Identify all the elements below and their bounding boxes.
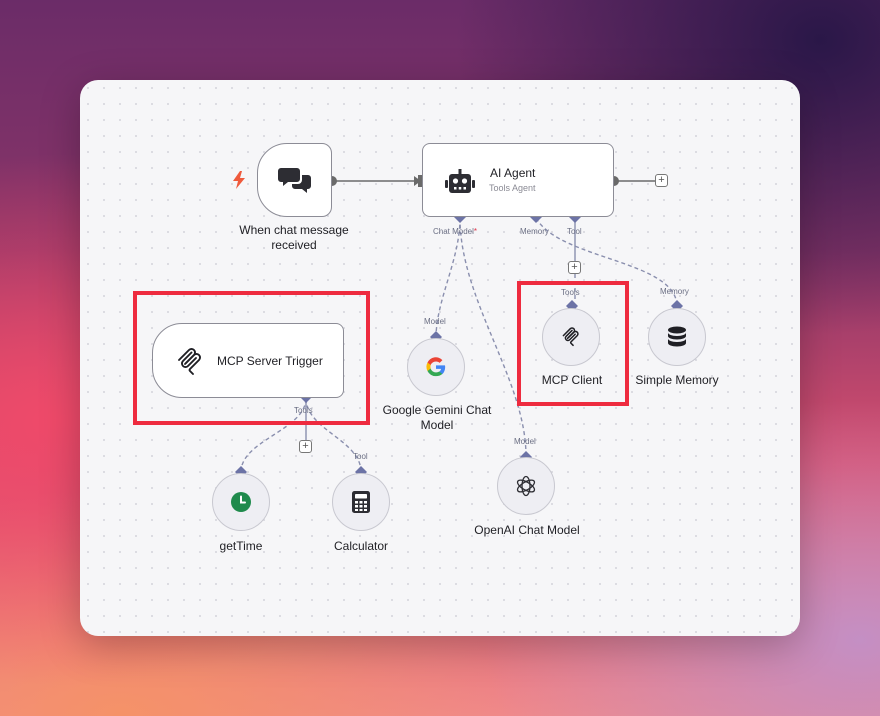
- port-label-memory-node: Memory: [660, 287, 689, 296]
- database-icon: [668, 326, 686, 347]
- openai-chat-node[interactable]: [497, 457, 555, 515]
- chat-trigger-label: When chat message received: [239, 223, 349, 252]
- mcp-client-label: MCP Client: [541, 373, 603, 387]
- mcp-client-node[interactable]: [542, 308, 600, 366]
- trigger-lightning-icon: [232, 171, 246, 194]
- ai-agent-title: AI Agent: [490, 166, 536, 180]
- port-label-memory: Memory: [520, 227, 549, 236]
- chat-trigger-node[interactable]: [257, 143, 332, 217]
- agent-add-output-button[interactable]: +: [655, 174, 668, 187]
- gettime-node[interactable]: [212, 473, 270, 531]
- ai-agent-node[interactable]: AI Agent Tools Agent: [422, 143, 614, 217]
- port-label-gemini-model: Model: [424, 317, 446, 326]
- port-label-openai-model: Model: [514, 437, 536, 446]
- google-gemini-label: Google Gemini Chat Model: [382, 403, 492, 432]
- mcp-icon: [178, 348, 201, 375]
- port-label-chat-model: Chat Model*: [433, 227, 478, 236]
- port-label-tools-server: Tools: [294, 406, 313, 415]
- calculator-icon: [352, 491, 370, 513]
- google-gemini-node[interactable]: [407, 338, 465, 396]
- mcp-icon: [562, 327, 579, 347]
- openai-chat-label: OpenAI Chat Model: [474, 523, 580, 537]
- highlight-mcp-server: [133, 291, 370, 425]
- robot-icon: [445, 169, 475, 193]
- highlight-mcp-client: [517, 281, 629, 406]
- ai-agent-subtitle: Tools Agent: [489, 183, 536, 193]
- port-label-calculator-tool: Tool: [353, 452, 368, 461]
- calculator-node[interactable]: [332, 473, 390, 531]
- simple-memory-node[interactable]: [648, 308, 706, 366]
- port-label-tool: Tool: [567, 227, 582, 236]
- openai-icon: [516, 475, 536, 497]
- port-label-mcp-client-tools: Tools: [561, 288, 580, 297]
- clock-icon: [231, 492, 251, 512]
- google-icon: [426, 357, 446, 377]
- mcp-server-trigger-label: MCP Server Trigger: [217, 354, 323, 368]
- simple-memory-label: Simple Memory: [635, 373, 719, 387]
- gettime-label: getTime: [219, 539, 263, 553]
- mcp-server-add-tool-button[interactable]: +: [299, 440, 312, 453]
- agent-add-tool-button[interactable]: +: [568, 261, 581, 274]
- calculator-label: Calculator: [333, 539, 389, 553]
- chat-bubbles-icon: [277, 168, 311, 193]
- mcp-server-trigger-node[interactable]: MCP Server Trigger: [152, 323, 344, 398]
